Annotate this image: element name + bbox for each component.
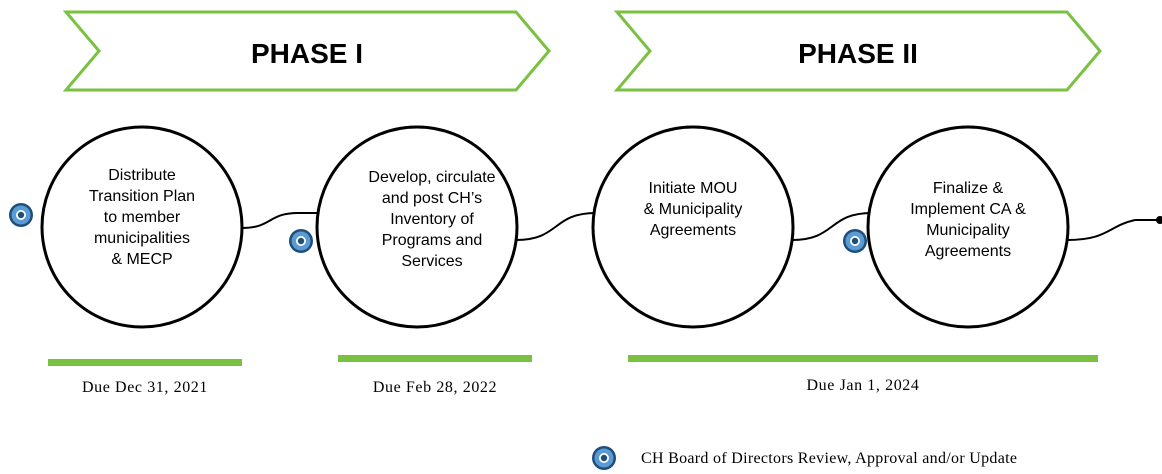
- connectors: [241, 212, 1162, 241]
- step-3-text: Initiate MOU & Municipality Agreements: [643, 180, 743, 239]
- due-date-1: Due Dec 31, 2021: [81, 379, 209, 396]
- step-4-text: Finalize & Implement CA & Municipality A…: [910, 180, 1026, 260]
- phase-2-label: PHASE II: [798, 38, 918, 69]
- board-review-marker-icon: [289, 229, 313, 253]
- step-2-circle: [315, 125, 519, 329]
- step-2-text: Develop, circulate and post CH’s Invento…: [368, 169, 496, 270]
- step-1-text: Distribute Transition Plan to member mun…: [88, 167, 196, 268]
- due-bars: [48, 355, 1098, 366]
- connector-1-2: [241, 212, 346, 229]
- board-review-marker-icon: [843, 229, 867, 253]
- legend-marker-icon: [592, 446, 616, 470]
- step-4-circle: [866, 125, 1070, 329]
- step-1-circle: [40, 125, 244, 329]
- phase-2-chevron: PHASE II: [613, 10, 1102, 92]
- due-date-2: Due Feb 28, 2022: [372, 379, 498, 396]
- connector-4-out: [1066, 219, 1162, 241]
- board-review-marker-icon: [9, 203, 33, 227]
- connector-2-3: [515, 212, 620, 241]
- step-3-circle: [591, 125, 795, 329]
- phase-1-label: PHASE I: [251, 38, 363, 69]
- step-circles: [40, 125, 1070, 329]
- legend-label: CH Board of Directors Review, Approval a…: [641, 450, 1018, 467]
- due-date-3: Due Jan 1, 2024: [806, 377, 920, 394]
- due-bar-1: [48, 359, 242, 366]
- due-bar-2: [338, 355, 532, 362]
- due-bar-3: [628, 355, 1098, 362]
- phase-1-chevron: PHASE I: [62, 10, 551, 92]
- endpoint-dot-icon: [1156, 216, 1162, 224]
